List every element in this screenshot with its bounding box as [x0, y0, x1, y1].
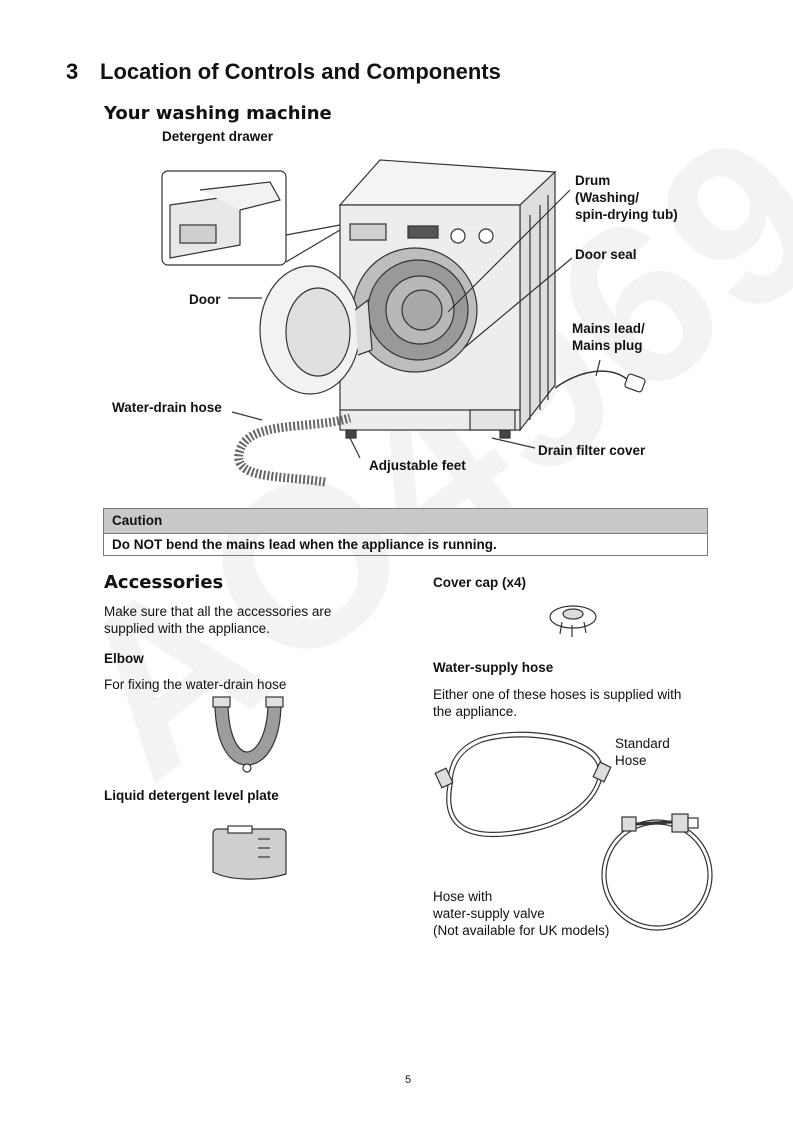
- caution-text: Do NOT bend the mains lead when the appl…: [112, 537, 497, 552]
- cover-cap-title: Cover cap (x4): [433, 575, 527, 590]
- machine-top: [338, 159, 557, 206]
- standard-hose-illustration: [434, 731, 612, 838]
- drain-hose: [234, 413, 352, 487]
- drain-filter-leader: [491, 437, 536, 449]
- accessories-intro: Make sure that all the accessories are s…: [104, 604, 332, 636]
- label-door-seal: Door seal: [575, 247, 637, 262]
- cover-cap-illustration: [549, 605, 597, 637]
- valve-hose-label: Hose with water-supply valve (Not availa…: [433, 889, 610, 938]
- level-plate-title: Liquid detergent level plate: [104, 788, 279, 803]
- accessories-heading: Accessories: [104, 572, 224, 593]
- label-mains: Mains lead/ Mains plug: [572, 321, 645, 353]
- washing-machine-illustration: [161, 159, 646, 487]
- supply-hose-title: Water-supply hose: [433, 660, 554, 675]
- label-adjustable-feet: Adjustable feet: [369, 458, 466, 473]
- label-detergent-drawer: Detergent drawer: [162, 129, 274, 144]
- supply-hose-description: Either one of these hoses is supplied wi…: [433, 687, 682, 719]
- feet-leader: [349, 437, 361, 459]
- elbow-description: For fixing the water-drain hose: [104, 677, 287, 692]
- section-number: 3: [66, 59, 79, 84]
- mains-leader: [595, 359, 601, 377]
- drain-filter: [469, 409, 516, 431]
- level-plate-illustration: [212, 825, 287, 880]
- section-title: 3 Location of Controls and Components: [66, 59, 501, 85]
- elbow-title: Elbow: [104, 651, 144, 666]
- caution-heading: Caution: [104, 509, 707, 534]
- section-title-text: Location of Controls and Components: [100, 59, 501, 84]
- drum-leader: [447, 189, 571, 313]
- label-drain-filter: Drain filter cover: [538, 443, 646, 458]
- label-drum: Drum (Washing/ spin-drying tub): [575, 173, 678, 222]
- caution-box: Caution Do NOT bend the mains lead when …: [103, 508, 708, 556]
- mains-lead: [554, 370, 629, 389]
- drawer-leader: [285, 224, 341, 236]
- valve-hose-illustration: [601, 813, 713, 931]
- page-number: 5: [405, 1074, 412, 1086]
- seal-leader: [463, 257, 573, 349]
- label-door: Door: [189, 292, 221, 307]
- elbow-illustration: [212, 696, 284, 773]
- drain-hose-leader: [231, 411, 263, 421]
- label-drain-hose: Water-drain hose: [112, 400, 222, 415]
- machine-heading: Your washing machine: [104, 103, 332, 124]
- standard-hose-label: Standard Hose: [615, 736, 670, 768]
